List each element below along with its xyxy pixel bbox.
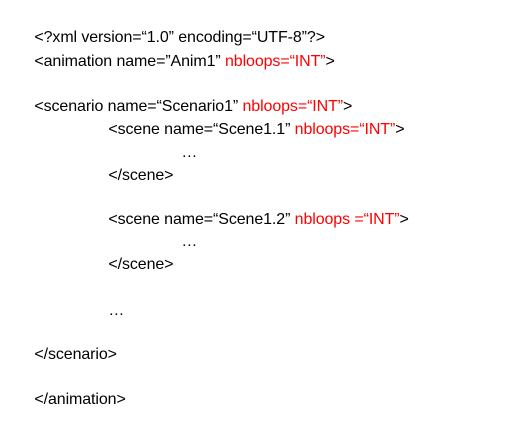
scenario-open-tag-line: <scenario name=“Scenario1” nbloops=“INT”… bbox=[17, 77, 352, 137]
scene2-close-tag: </scene> bbox=[108, 256, 174, 273]
scene2-open-tag-text: <scene name=“Scene1.2” bbox=[108, 211, 295, 228]
scene2-ellipsis-line: … bbox=[164, 212, 197, 272]
scene2-open-tag-end: > bbox=[399, 211, 409, 228]
xml-document: <?xml version=“1.0” encoding=“UTF-8”?> <… bbox=[17, 8, 409, 408]
animation-nbloops-attribute: nbloops=“INT” bbox=[224, 53, 326, 70]
scene1-open-tag-line: <scene name=“Scene1.1” nbloops=“INT”> bbox=[91, 100, 404, 160]
animation-open-tag-line: <animation name=”Anim1” nbloops=“INT”> bbox=[17, 32, 335, 92]
scene1-close-tag: </scene> bbox=[108, 167, 174, 184]
animation-open-tag-end: > bbox=[325, 53, 335, 70]
scenario-nbloops-attribute: nbloops=“INT” bbox=[242, 98, 344, 115]
scenario-ellipsis: … bbox=[108, 302, 125, 319]
scenario-open-tag-text: <scenario name=“Scenario1” bbox=[34, 98, 243, 115]
scenario-open-tag-end: > bbox=[343, 98, 353, 115]
scenario-close-tag: </scenario> bbox=[34, 346, 117, 363]
scene1-ellipsis: … bbox=[181, 144, 198, 161]
scene2-open-tag-line: <scene name=“Scene1.2” nbloops =“INT”> bbox=[91, 190, 409, 250]
animation-close-tag: </animation> bbox=[34, 391, 126, 408]
scene1-ellipsis-line: … bbox=[164, 123, 197, 183]
scene2-ellipsis: … bbox=[181, 233, 198, 250]
animation-close-tag-line: </animation> bbox=[17, 370, 126, 430]
scenario-close-tag-line: </scenario> bbox=[17, 325, 117, 385]
xml-declaration-line: <?xml version=“1.0” encoding=“UTF-8”?> bbox=[17, 8, 325, 68]
scene1-close-tag-line: </scene> bbox=[91, 146, 173, 206]
scene1-open-tag-text: <scene name=“Scene1.1” bbox=[108, 121, 295, 138]
scene1-nbloops-attribute: nbloops=“INT” bbox=[294, 121, 396, 138]
animation-open-tag-text: <animation name=”Anim1” bbox=[34, 53, 225, 70]
xml-declaration-text: <?xml version=“1.0” encoding=“UTF-8”?> bbox=[34, 29, 325, 46]
scene2-nbloops-attribute: nbloops =“INT” bbox=[294, 211, 400, 228]
scenario-ellipsis-line: … bbox=[91, 281, 124, 341]
scene2-close-tag-line: </scene> bbox=[91, 235, 173, 295]
scene1-open-tag-end: > bbox=[395, 121, 405, 138]
